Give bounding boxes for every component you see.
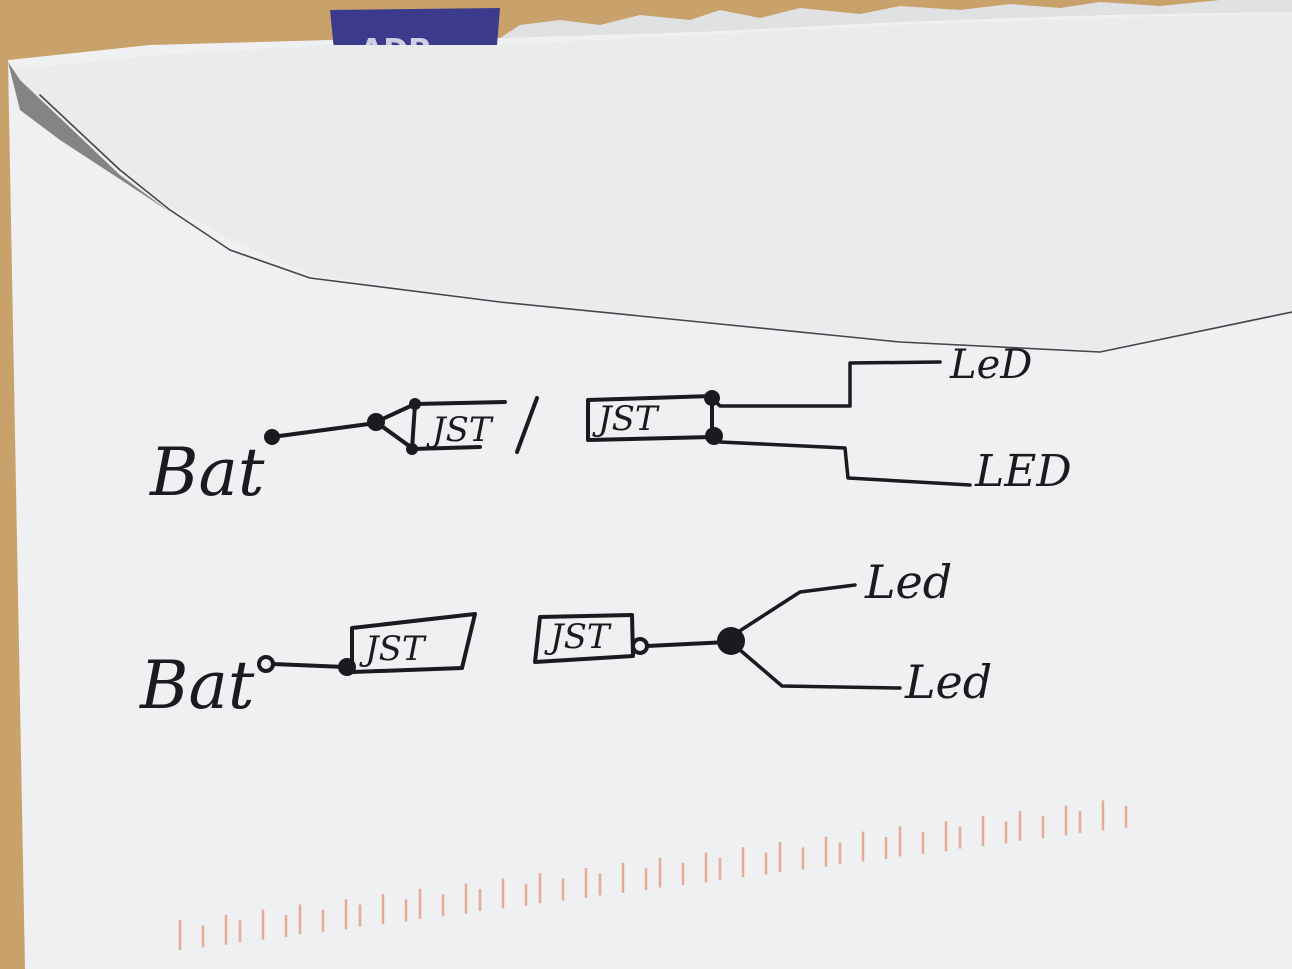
bottom-left-jst-box	[350, 612, 477, 674]
top-led-label-1: LeD	[949, 342, 1032, 388]
top-left-jst-box	[410, 396, 539, 454]
postal-barcode	[178, 800, 1128, 950]
top-right-jst-label: JST	[592, 399, 660, 439]
envelope-flap	[10, 12, 1292, 350]
bottom-wire-jst-to-node	[645, 640, 730, 648]
top-split-wires	[374, 402, 417, 450]
top-left-jst-label: JST	[426, 410, 494, 450]
bottom-wire-led-1	[736, 583, 857, 634]
bottom-wire-led-2	[738, 648, 902, 690]
bottom-split-node	[717, 627, 745, 655]
top-led-label-2: LED	[974, 446, 1072, 497]
bottom-right-jst-label: JST	[544, 617, 612, 657]
flap-fold-line	[39, 94, 1292, 353]
bottom-right-jst-box	[533, 613, 635, 664]
top-wire-led-2	[712, 434, 972, 487]
torn-edge	[500, 0, 1292, 38]
bottom-left-jst-label: JST	[359, 629, 427, 669]
bottom-wire-bat-to-jst	[271, 662, 347, 669]
top-wire-led-1	[710, 360, 942, 408]
diagram-bottom: Bat JST JST Led Led	[139, 555, 992, 724]
diagram-top: Bat JST JST LeD LED	[149, 342, 1072, 511]
bottom-led-label-1: Led	[864, 555, 952, 609]
bottom-led-label-2: Led	[904, 655, 992, 709]
bottom-battery-label: Bat	[139, 647, 255, 724]
top-battery-label: Bat	[149, 434, 265, 511]
top-wire-bat-to-node	[270, 421, 378, 439]
